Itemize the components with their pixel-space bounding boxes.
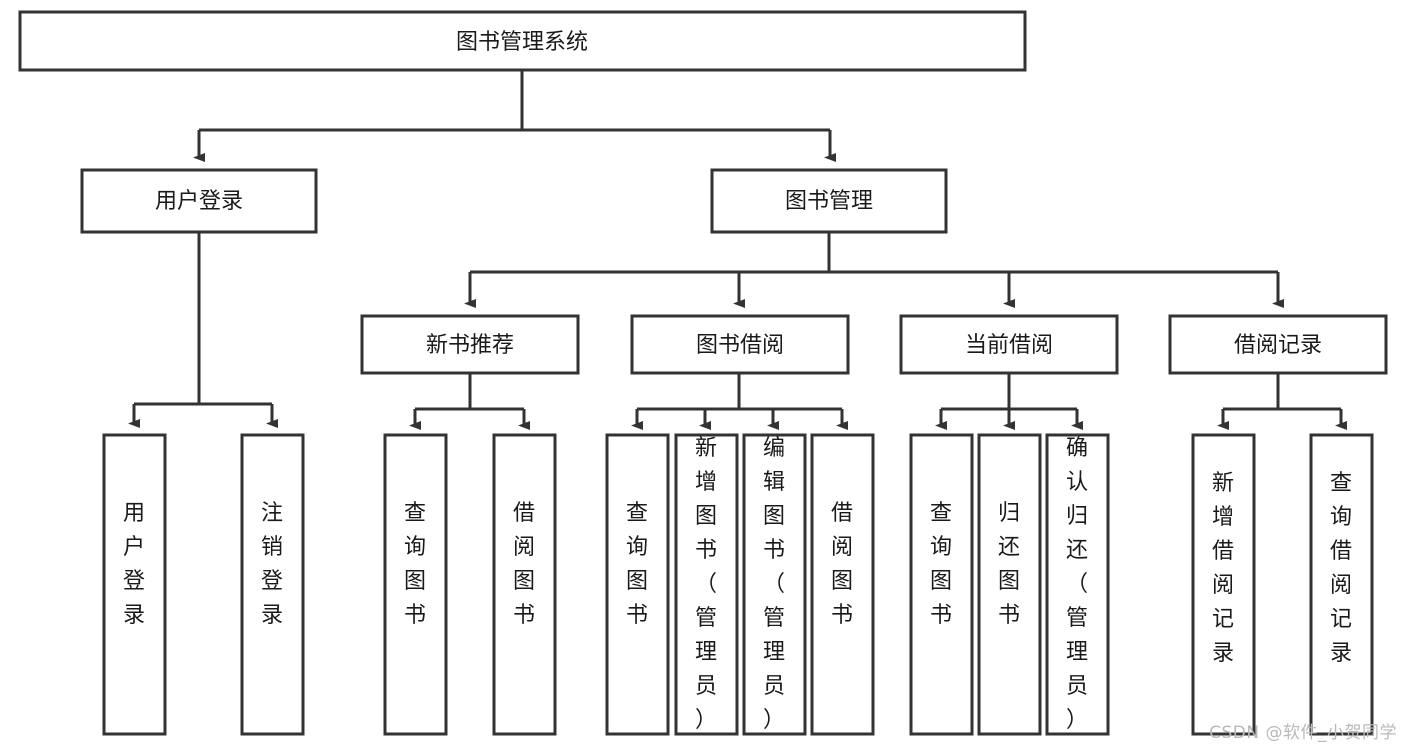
node-leaf-add-borrow-record-box[interactable] xyxy=(1191,433,1256,736)
node-leaf-query-book-1-label: 查询图书 xyxy=(404,501,426,628)
node-leaf-return-book-box[interactable] xyxy=(977,433,1042,736)
node-new-book-recommend-box[interactable] xyxy=(360,314,580,375)
node-leaf-edit-book-admin[interactable]: 编辑图书（管理员） xyxy=(742,433,807,736)
node-leaf-user-login-box[interactable] xyxy=(102,433,167,736)
node-root-box[interactable] xyxy=(18,10,1027,72)
node-leaf-borrow-book-2-box[interactable] xyxy=(810,433,875,736)
node-user-login-box[interactable] xyxy=(80,168,318,234)
node-leaf-query-book-3-box[interactable] xyxy=(909,433,974,736)
node-leaf-add-borrow-record-label: 新增借阅记录 xyxy=(1212,471,1234,666)
node-root-label: 图书管理系统 xyxy=(456,30,588,55)
node-book-management-box[interactable] xyxy=(710,168,948,234)
node-leaf-query-borrow-record-box[interactable] xyxy=(1309,433,1374,736)
node-leaf-query-borrow-record-label: 查询借阅记录 xyxy=(1330,471,1352,666)
node-borrow-record-label: 借阅记录 xyxy=(1234,333,1322,358)
node-leaf-return-book[interactable]: 归还图书 xyxy=(977,433,1042,736)
node-leaf-logout-login[interactable]: 注销登录 xyxy=(240,433,305,736)
node-leaf-logout-login-box[interactable] xyxy=(240,433,305,736)
node-leaf-return-book-label: 归还图书 xyxy=(998,501,1020,628)
node-new-book-recommend[interactable]: 新书推荐 xyxy=(360,314,580,375)
node-leaf-query-borrow-record[interactable]: 查询借阅记录 xyxy=(1309,433,1374,736)
node-current-borrow-label: 当前借阅 xyxy=(965,333,1053,358)
node-leaf-query-book-1-box[interactable] xyxy=(383,433,448,736)
node-borrow-record-box[interactable] xyxy=(1168,314,1388,375)
node-book-borrow-label: 图书借阅 xyxy=(696,333,784,358)
node-current-borrow-box[interactable] xyxy=(899,314,1119,375)
node-leaf-logout-login-label: 注销登录 xyxy=(261,501,283,628)
node-leaf-add-book-admin-label: 新增图书（管理员） xyxy=(695,436,717,733)
node-book-borrow[interactable]: 图书借阅 xyxy=(630,314,850,375)
node-root[interactable]: 图书管理系统 xyxy=(18,10,1027,72)
node-book-management[interactable]: 图书管理 xyxy=(710,168,948,234)
node-user-login-label: 用户登录 xyxy=(155,189,243,214)
node-leaf-borrow-book-1-label: 借阅图书 xyxy=(513,501,535,628)
node-user-login[interactable]: 用户登录 xyxy=(80,168,318,234)
connector-group-book-borrow xyxy=(631,373,848,430)
node-leaf-query-book-2-label: 查询图书 xyxy=(626,501,648,628)
connector-group-user-login xyxy=(128,232,278,428)
node-current-borrow[interactable]: 当前借阅 xyxy=(899,314,1119,375)
connector-group-borrow-record xyxy=(1217,373,1347,430)
node-leaf-add-book-admin-box[interactable] xyxy=(674,433,739,736)
node-new-book-recommend-label: 新书推荐 xyxy=(426,333,514,358)
node-leaf-edit-book-admin-box[interactable] xyxy=(742,433,807,736)
node-leaf-query-book-2-box[interactable] xyxy=(605,433,670,736)
node-leaf-query-book-2[interactable]: 查询图书 xyxy=(605,433,670,736)
node-leaf-edit-book-admin-label: 编辑图书（管理员） xyxy=(763,436,785,733)
node-leaf-query-book-3[interactable]: 查询图书 xyxy=(909,433,974,736)
connector-group-book-management xyxy=(464,232,1284,308)
node-leaf-borrow-book-2[interactable]: 借阅图书 xyxy=(810,433,875,736)
node-leaf-confirm-return-admin[interactable]: 确认归还（管理员） xyxy=(1045,433,1110,736)
node-leaf-add-borrow-record[interactable]: 新增借阅记录 xyxy=(1191,433,1256,736)
node-book-borrow-box[interactable] xyxy=(630,314,850,375)
node-leaf-confirm-return-admin-box[interactable] xyxy=(1045,433,1110,736)
connector-group-root xyxy=(193,70,836,162)
node-leaf-query-book-1[interactable]: 查询图书 xyxy=(383,433,448,736)
node-leaf-borrow-book-2-label: 借阅图书 xyxy=(831,501,853,628)
node-leaf-user-login[interactable]: 用户登录 xyxy=(102,433,167,736)
node-borrow-record[interactable]: 借阅记录 xyxy=(1168,314,1388,375)
node-book-management-label: 图书管理 xyxy=(785,189,873,214)
node-leaf-borrow-book-1[interactable]: 借阅图书 xyxy=(492,433,557,736)
node-leaf-user-login-label: 用户登录 xyxy=(123,501,145,628)
node-leaf-add-book-admin[interactable]: 新增图书（管理员） xyxy=(674,433,739,736)
node-leaf-query-book-3-label: 查询图书 xyxy=(930,501,952,628)
connector-group-current-borrow xyxy=(935,373,1083,430)
connector-group-new-book-recommend xyxy=(409,373,530,430)
node-leaf-borrow-book-1-box[interactable] xyxy=(492,433,557,736)
node-leaf-confirm-return-admin-label: 确认归还（管理员） xyxy=(1066,436,1088,733)
